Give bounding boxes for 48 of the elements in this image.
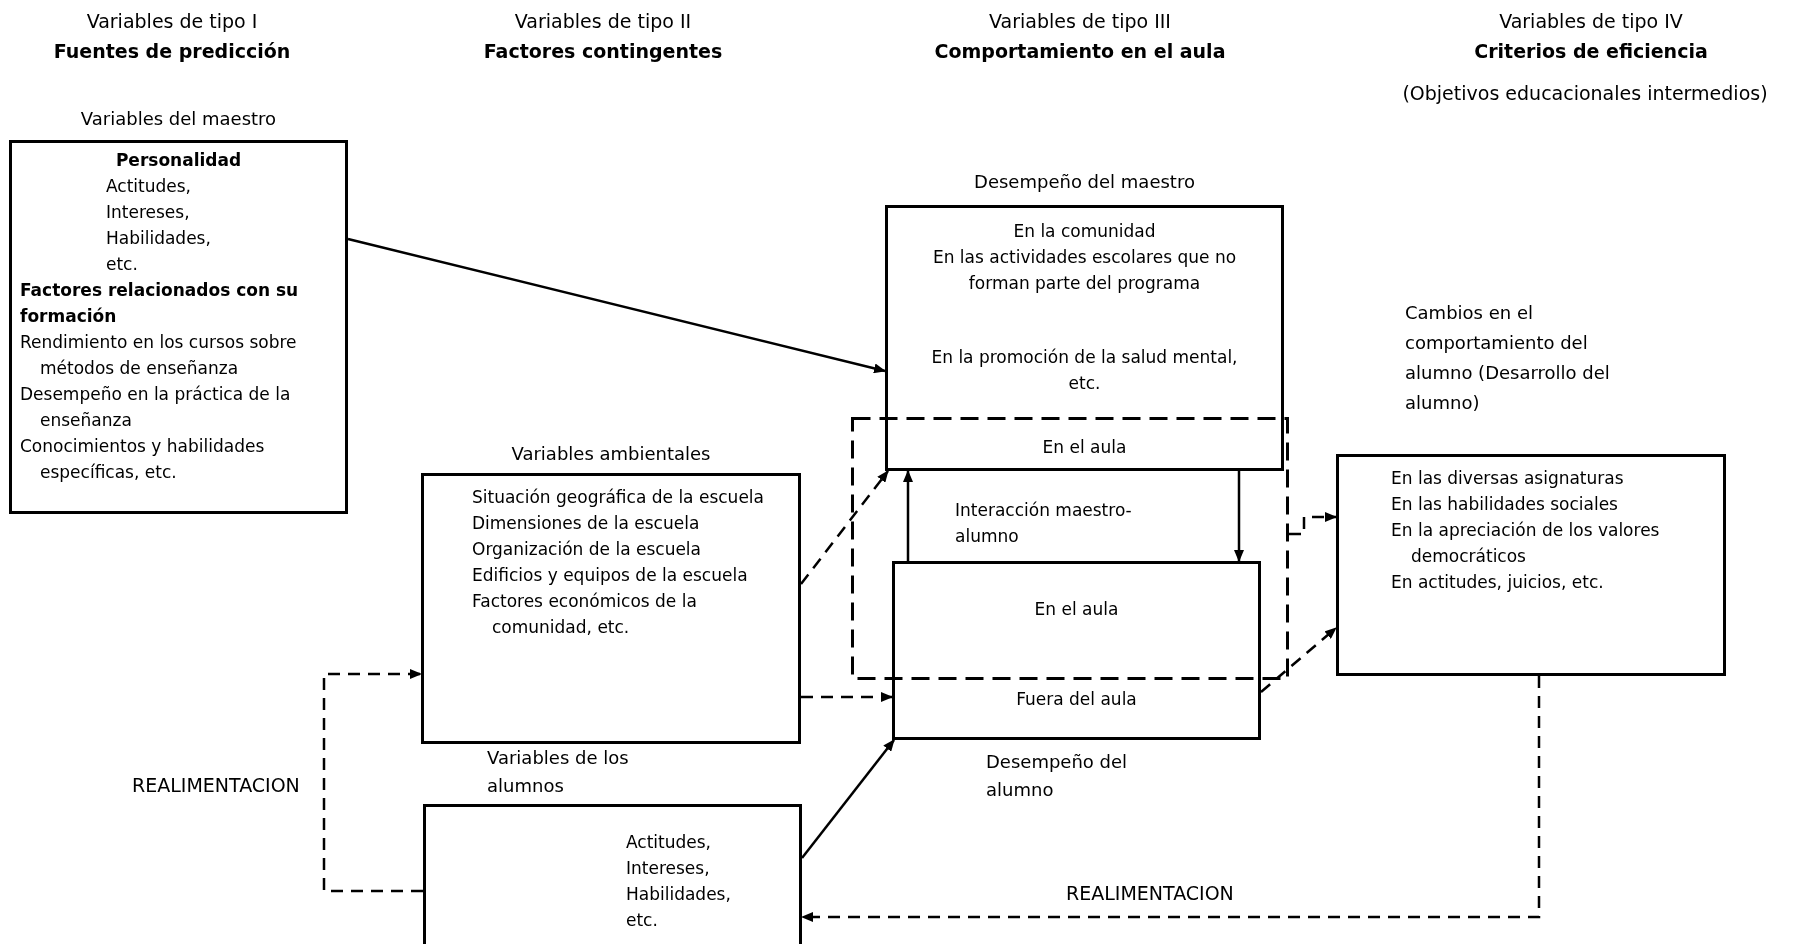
column-heading: Factores contingentes [482, 39, 724, 64]
column-heading: Variables de tipo II [513, 9, 693, 34]
box-heading: Cambios en el comportamiento del alumno (Desarrollo del alumno) [1405, 302, 1610, 413]
box-text: En la promoción de la salud mental, etc. [930, 346, 1239, 395]
arrow [801, 739, 895, 859]
box-text: Factores económicos de la comunidad, etc. [472, 590, 698, 639]
box-text: Rendimiento en los cursos sobre métodos de enseñanza [20, 331, 298, 380]
box-heading: Desempeño del alumno [986, 751, 1128, 800]
column-heading: (Objetivos educacionales intermedios) [1401, 81, 1769, 106]
box-text: En el aula [1033, 598, 1120, 621]
box-heading: Variables ambientales [511, 443, 711, 464]
column-heading: Fuentes de predicción [52, 39, 292, 64]
box-text: Factores relacionados con su formación [20, 279, 300, 328]
arrow [801, 676, 1541, 922]
box-text: En las habilidades sociales [1391, 493, 1619, 516]
box-text: Organización de la escuela [472, 538, 702, 561]
column-heading: Comportamiento en el aula [933, 39, 1227, 64]
arrow [1289, 512, 1337, 536]
box-heading: Variables de los alumnos [487, 747, 629, 796]
arrow [1260, 627, 1337, 693]
arrow [800, 470, 889, 585]
box-text: En las diversas asignaturas [1391, 467, 1625, 490]
box-text: En actitudes, juicios, etc. [1391, 571, 1605, 594]
box-text: En la comunidad [1012, 220, 1157, 243]
column-heading: Criterios de eficiencia [1473, 39, 1709, 64]
column-heading: Variables de tipo I [85, 9, 259, 34]
box-text: Dimensiones de la escuela [472, 512, 701, 535]
arrow [347, 237, 886, 374]
arrow [801, 692, 893, 702]
box-text: En las actividades escolares que no forman parte del programa [931, 246, 1238, 295]
arrow [903, 470, 913, 561]
box-text: Actitudes, Intereses, Habilidades, etc. [626, 831, 732, 932]
column-heading: Variables de tipo IV [1498, 9, 1684, 34]
box-text: Interacción maestro-alumno [955, 499, 1133, 548]
arrow [1234, 471, 1244, 562]
box-text: Edificios y equipos de la escuela [472, 564, 749, 587]
box-heading: Variables del maestro [80, 108, 277, 129]
box-text: Conocimientos y habilidades específicas, etc. [20, 435, 266, 484]
box-heading: Desempeño del maestro [974, 171, 1195, 192]
box-text: Desempeño en la práctica de la enseñanza [20, 383, 292, 432]
box-text: Actitudes, Intereses, Habilidades, etc. [106, 175, 212, 276]
box-text: En la apreciación de los valores democráticos [1391, 519, 1661, 568]
column-heading: Variables de tipo III [988, 9, 1172, 34]
arrow [322, 669, 423, 893]
box-text: En el aula [1041, 436, 1128, 459]
box-text: Situación geográfica de la escuela [472, 486, 765, 509]
box-text: Personalidad [114, 149, 243, 172]
box-text: Fuera del aula [1015, 688, 1138, 711]
